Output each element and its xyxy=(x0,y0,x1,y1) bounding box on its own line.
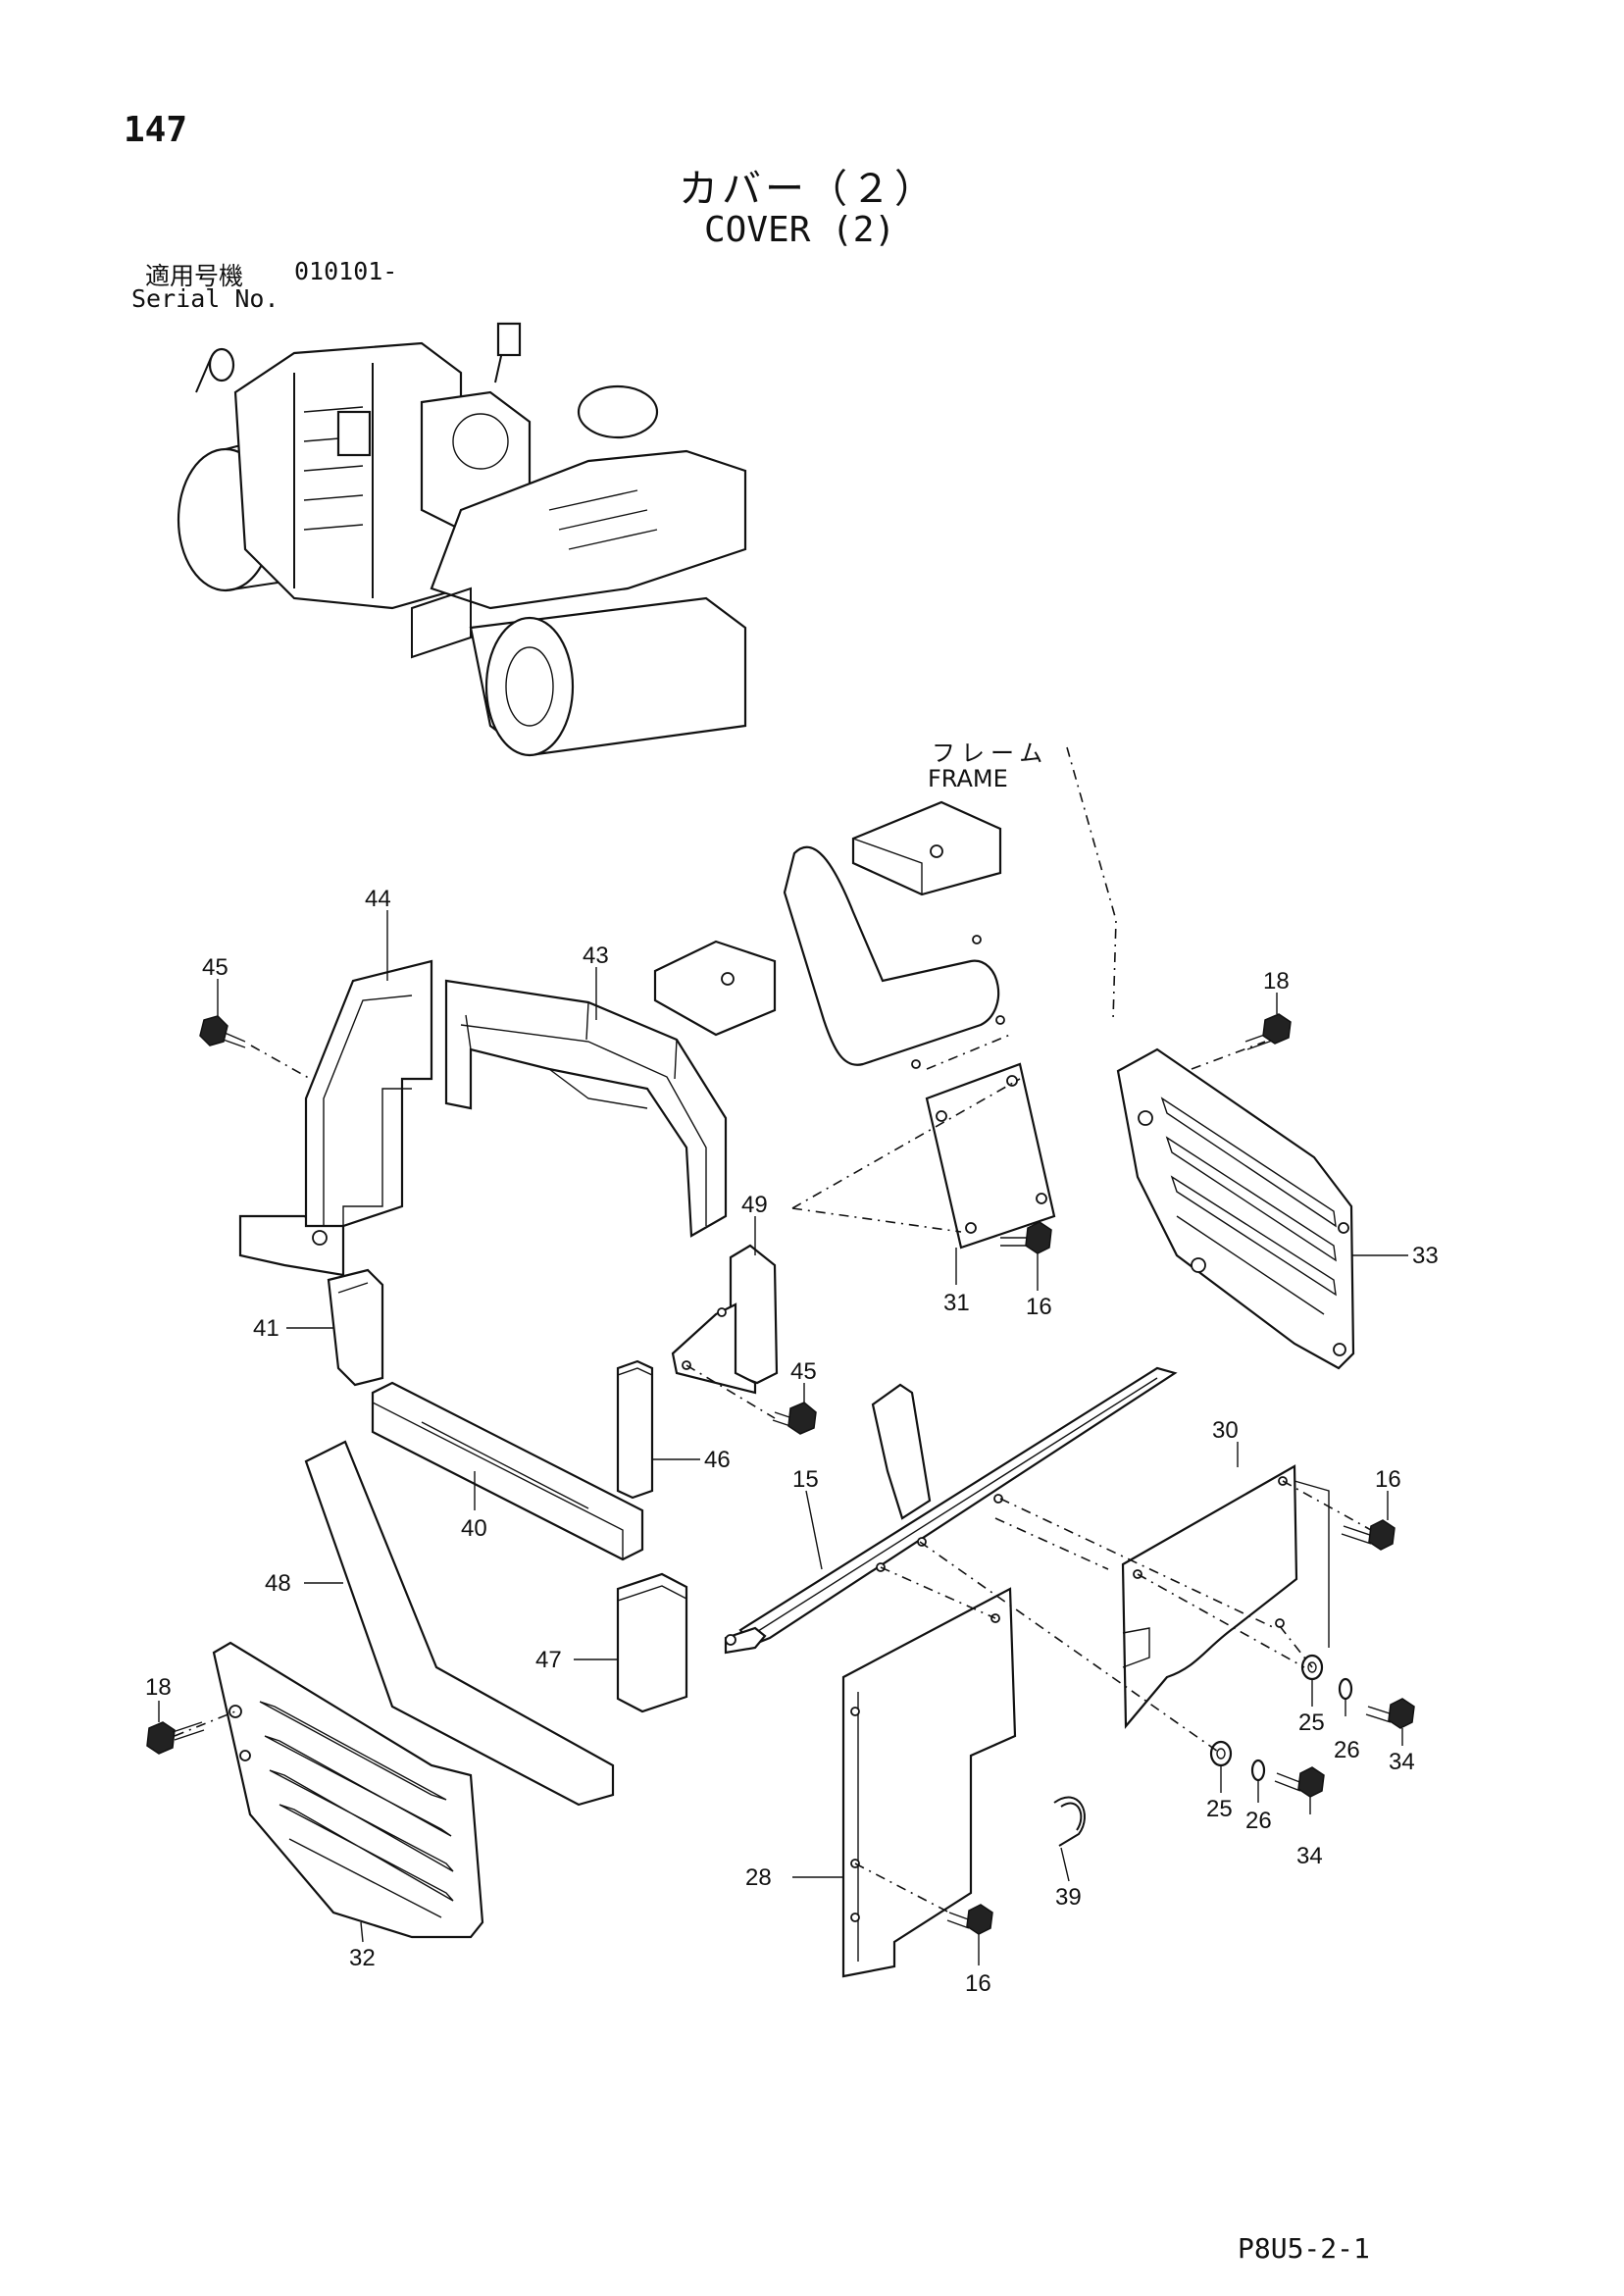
callout-16: 16 xyxy=(1026,1294,1052,1320)
bolt-34b xyxy=(1274,1766,1325,1798)
part-49-bracket xyxy=(671,1244,779,1395)
callout-16: 16 xyxy=(965,1970,991,1997)
bolt-16a xyxy=(1000,1221,1052,1254)
callout-39: 39 xyxy=(1055,1884,1082,1911)
callout-47: 47 xyxy=(535,1647,562,1673)
callout-26: 26 xyxy=(1334,1737,1360,1763)
serial-label-english: Serial No. xyxy=(131,284,279,313)
page-number: 147 xyxy=(124,110,188,150)
part-32-louvered-cover xyxy=(212,1641,484,1939)
washers xyxy=(1209,1654,1353,1782)
part-40-channel xyxy=(371,1381,644,1561)
assembly-lines xyxy=(174,1034,1372,1913)
callout-45: 45 xyxy=(202,954,228,981)
part-31-plate xyxy=(791,1062,1056,1250)
part-15-bracket xyxy=(724,1366,1178,1655)
part-44-cover-frame xyxy=(238,959,433,1277)
part-39-clip xyxy=(1053,1796,1086,1847)
bolt-16c xyxy=(946,1904,993,1935)
callout-31: 31 xyxy=(943,1290,970,1316)
callout-49: 49 xyxy=(741,1192,768,1218)
title-english: COVER (2) xyxy=(704,210,896,250)
part-28-cover-plate xyxy=(841,1587,1017,1978)
bolt-34a xyxy=(1365,1698,1415,1729)
frame-label-japanese: フレーム xyxy=(932,740,1049,767)
callout-46: 46 xyxy=(704,1447,731,1473)
bolt-18b xyxy=(146,1721,205,1755)
drawing-code: P8U5-2-1 xyxy=(1238,2232,1370,2265)
callout-30: 30 xyxy=(1212,1417,1239,1444)
part-30-cover-plate xyxy=(1121,1464,1330,1729)
callout-48: 48 xyxy=(265,1570,291,1597)
callout-45: 45 xyxy=(790,1358,817,1385)
callout-25: 25 xyxy=(1298,1709,1325,1736)
part-33-louvered-cover xyxy=(1116,1047,1355,1370)
callout-33: 33 xyxy=(1412,1243,1439,1269)
serial-number-value: 010101- xyxy=(294,257,398,285)
callout-18: 18 xyxy=(1263,968,1290,995)
title-japanese: カバー（２） xyxy=(679,167,938,212)
callout-26: 26 xyxy=(1245,1808,1272,1834)
callout-34: 34 xyxy=(1296,1843,1323,1869)
callout-labels: 44 43 45 18 49 31 16 33 41 45 46 40 15 3… xyxy=(145,886,1439,1997)
part-47-block xyxy=(616,1572,688,1713)
callout-44: 44 xyxy=(365,886,391,912)
frame-reference xyxy=(653,746,1117,1069)
leader-lines xyxy=(158,910,1408,1965)
machine-overview-illustration xyxy=(177,322,747,757)
part-41-block xyxy=(327,1268,384,1387)
bolt-45a xyxy=(199,1015,246,1048)
callout-18: 18 xyxy=(145,1674,172,1701)
bolt-45b xyxy=(772,1402,817,1435)
callout-28: 28 xyxy=(745,1864,772,1891)
callout-16: 16 xyxy=(1375,1466,1401,1493)
callout-15: 15 xyxy=(792,1466,819,1493)
part-48-strip xyxy=(304,1440,615,1807)
part-43-cover-frame xyxy=(444,979,728,1238)
callout-34: 34 xyxy=(1389,1749,1415,1775)
bolts xyxy=(146,1013,1415,1935)
callout-41: 41 xyxy=(253,1315,279,1342)
part-46-bar xyxy=(616,1359,654,1500)
callout-40: 40 xyxy=(461,1515,487,1542)
callout-32: 32 xyxy=(349,1945,376,1971)
serial-label-japanese: 適用号機 xyxy=(145,262,244,290)
callout-43: 43 xyxy=(583,943,609,969)
callout-25: 25 xyxy=(1206,1796,1233,1822)
frame-label-english: FRAME xyxy=(928,765,1008,792)
bolt-18a xyxy=(1244,1013,1292,1050)
bolt-16b xyxy=(1341,1519,1396,1551)
